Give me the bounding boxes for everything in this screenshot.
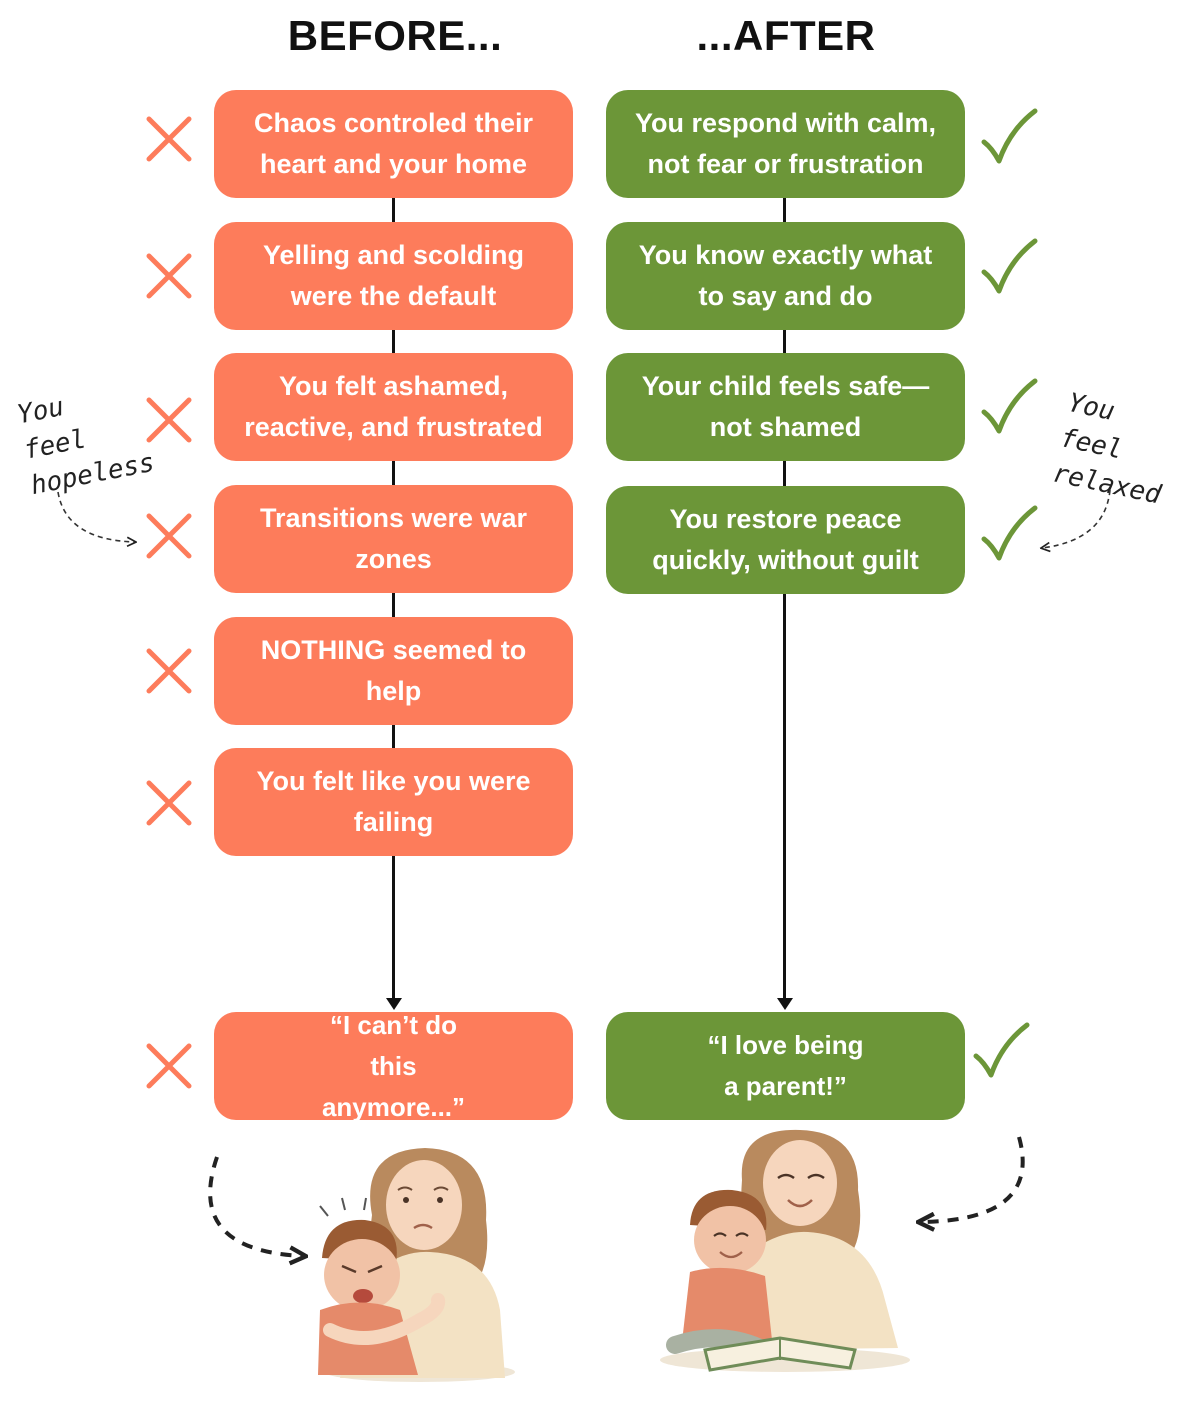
after-outcome: “I love being a parent!” <box>606 1012 965 1120</box>
cross-icon <box>146 1043 192 1089</box>
before-arrowhead <box>386 998 402 1010</box>
check-icon <box>973 1022 1030 1078</box>
cross-icon <box>146 780 192 826</box>
stressed-parent-illustration <box>318 1148 515 1382</box>
check-icon <box>981 238 1038 294</box>
relaxed-arrow <box>1042 489 1111 548</box>
check-icon <box>981 505 1038 561</box>
before-curved-arrow <box>208 1156 302 1256</box>
after-item: You know exactly what to say and do <box>606 222 965 330</box>
happy-parent-illustration <box>660 1129 910 1372</box>
after-item: Your child feels safe—not shamed <box>606 353 965 461</box>
cross-icon <box>146 116 192 162</box>
cross-icon <box>146 253 192 299</box>
before-item: You felt ashamed, reactive, and frustrat… <box>214 353 573 461</box>
before-item: Transitions were war zones <box>214 485 573 593</box>
after-curved-arrow <box>922 1136 1025 1222</box>
before-heading: BEFORE... <box>287 12 503 59</box>
after-arrowhead <box>777 998 793 1010</box>
after-item: You restore peace quickly, without guilt <box>606 486 965 594</box>
after-heading: ...AFTER <box>696 12 876 59</box>
before-item: Yelling and scolding were the default <box>214 222 573 330</box>
check-icon <box>981 108 1038 164</box>
after-item: You respond with calm, not fear or frust… <box>606 90 965 198</box>
before-outcome: “I can’t do this anymore...” <box>214 1010 573 1122</box>
hopeless-arrow <box>57 491 135 542</box>
check-icon <box>981 378 1038 434</box>
cross-icon <box>146 397 192 443</box>
before-item: Chaos controled their heart and your hom… <box>214 90 573 198</box>
cross-icon <box>146 648 192 694</box>
before-item: You felt like you were failing <box>214 748 573 856</box>
cross-icon <box>146 513 192 559</box>
before-item: NOTHING seemed to help <box>214 617 573 725</box>
